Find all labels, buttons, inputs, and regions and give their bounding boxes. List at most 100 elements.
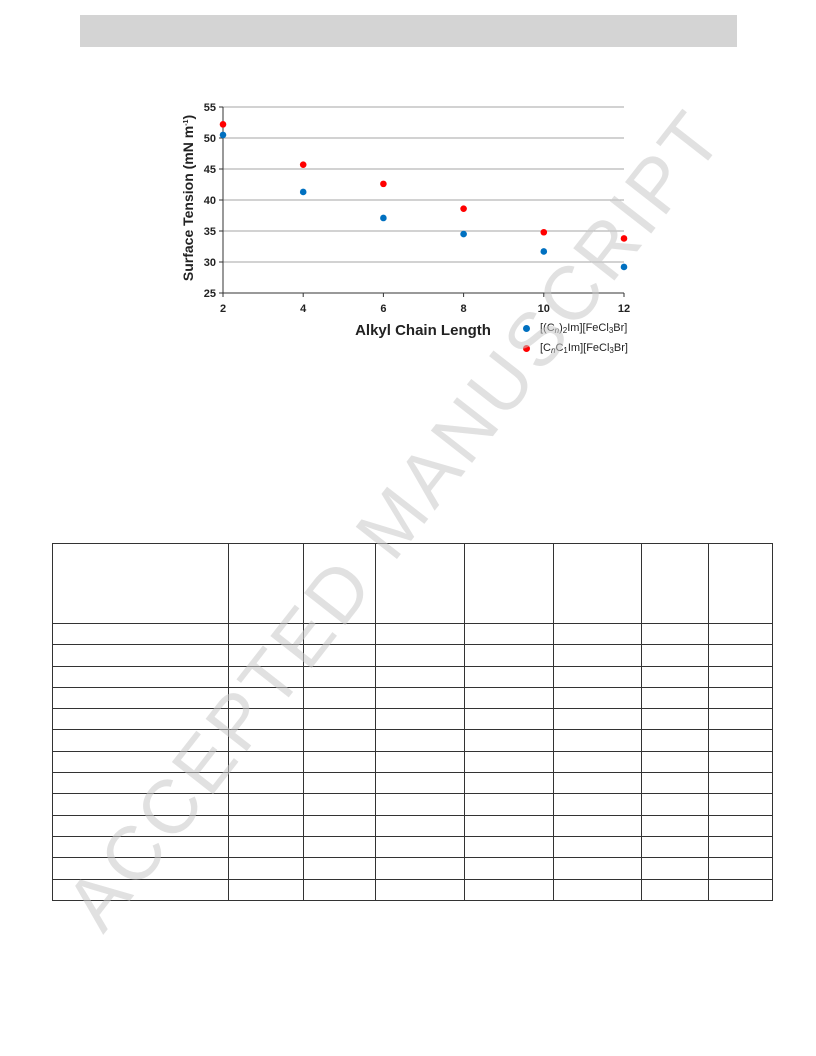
table-cell — [375, 857, 465, 880]
table-cell — [464, 622, 554, 646]
table-cell — [641, 878, 709, 901]
y-tick-label: 55 — [204, 102, 216, 114]
table-cell — [641, 665, 709, 688]
table-cell — [228, 878, 304, 901]
table-cell — [641, 708, 709, 731]
x-tick-label: 8 — [461, 303, 467, 315]
table-cell — [553, 793, 642, 816]
table-cell — [641, 835, 709, 859]
data-point-series-2 — [380, 180, 387, 188]
table-cell — [708, 772, 773, 795]
data-point-series-1 — [380, 214, 387, 222]
table-cell — [52, 793, 229, 816]
table-cell — [641, 543, 709, 624]
table-cell — [375, 878, 465, 901]
data-point-series-2 — [219, 121, 227, 128]
table-cell — [303, 686, 376, 710]
table-cell — [708, 708, 773, 731]
data-point-series-2 — [460, 205, 467, 212]
table-row — [52, 878, 773, 901]
table-cell — [464, 708, 554, 731]
table-cell — [375, 750, 465, 774]
y-tick-label: 30 — [204, 257, 216, 269]
table-cell — [708, 543, 773, 624]
table-cell — [641, 750, 709, 774]
table-cell — [553, 750, 642, 774]
table-row — [52, 857, 773, 880]
table-cell — [228, 708, 304, 731]
table-cell — [52, 622, 229, 646]
x-tick-label: 4 — [300, 303, 307, 315]
table-cell — [303, 708, 376, 731]
header-bar — [80, 15, 737, 47]
table-cell — [375, 543, 465, 624]
table-cell — [375, 644, 465, 667]
legend-label-series-2: [CnC1Im][FeCl3Br] — [540, 341, 628, 355]
table-cell — [228, 793, 304, 816]
table-cell — [708, 793, 773, 816]
axes — [219, 106, 625, 297]
table-cell — [375, 772, 465, 795]
table-cell — [375, 708, 465, 731]
table-cell — [464, 750, 554, 774]
gridlines — [223, 106, 624, 263]
legend-label-series-1: [(Cn)2Im][FeCl3Br] — [540, 321, 628, 335]
legend-marker-red — [523, 344, 530, 352]
data-point-series-1 — [460, 230, 467, 238]
table-cell — [553, 729, 642, 752]
legend: [(Cn)2Im][FeCl3Br] [CnC1Im][FeCl3Br] — [523, 318, 628, 358]
table-cell — [52, 686, 229, 710]
table-cell — [641, 793, 709, 816]
table-cell — [228, 686, 304, 710]
table-cell — [708, 814, 773, 837]
table-cell — [303, 665, 376, 688]
table-cell — [52, 644, 229, 667]
table-cell — [228, 814, 304, 837]
table-cell — [375, 729, 465, 752]
table-cell — [303, 857, 376, 880]
table-cell — [52, 857, 229, 880]
table-cell — [303, 543, 376, 624]
table-cell — [228, 835, 304, 859]
table-cell — [228, 543, 304, 624]
data-point-series-1 — [540, 248, 548, 255]
table-cell — [464, 729, 554, 752]
table-row — [52, 708, 773, 731]
data-table — [52, 543, 773, 901]
y-tick-label: 35 — [204, 226, 216, 238]
table-cell — [641, 857, 709, 880]
table-cell — [464, 772, 554, 795]
table-cell — [464, 814, 554, 837]
table-cell — [708, 878, 773, 901]
table-cell — [708, 665, 773, 688]
table-cell — [228, 772, 304, 795]
table-cell — [228, 665, 304, 688]
y-tick-label: 25 — [204, 288, 216, 300]
table-cell — [375, 793, 465, 816]
table-cell — [708, 686, 773, 710]
table-cell — [375, 814, 465, 837]
y-tick-label: 45 — [204, 164, 216, 176]
table-cell — [303, 644, 376, 667]
table-cell — [228, 729, 304, 752]
table-cell — [52, 772, 229, 795]
table-cell — [464, 644, 554, 667]
table-cell — [641, 772, 709, 795]
data-point-series-2 — [540, 228, 548, 236]
table-cell — [375, 686, 465, 710]
table-row — [52, 644, 773, 667]
table-cell — [553, 772, 642, 795]
data-points — [219, 121, 628, 271]
table-cell — [52, 878, 229, 901]
table-cell — [708, 750, 773, 774]
table-cell — [52, 665, 229, 688]
table-cell — [553, 835, 642, 859]
table-cell — [553, 708, 642, 731]
table-cell — [303, 622, 376, 646]
table-row — [52, 793, 773, 816]
table-cell — [641, 644, 709, 667]
legend-marker-blue — [523, 324, 530, 332]
data-point-series-2 — [299, 161, 307, 168]
table-cell — [303, 772, 376, 795]
